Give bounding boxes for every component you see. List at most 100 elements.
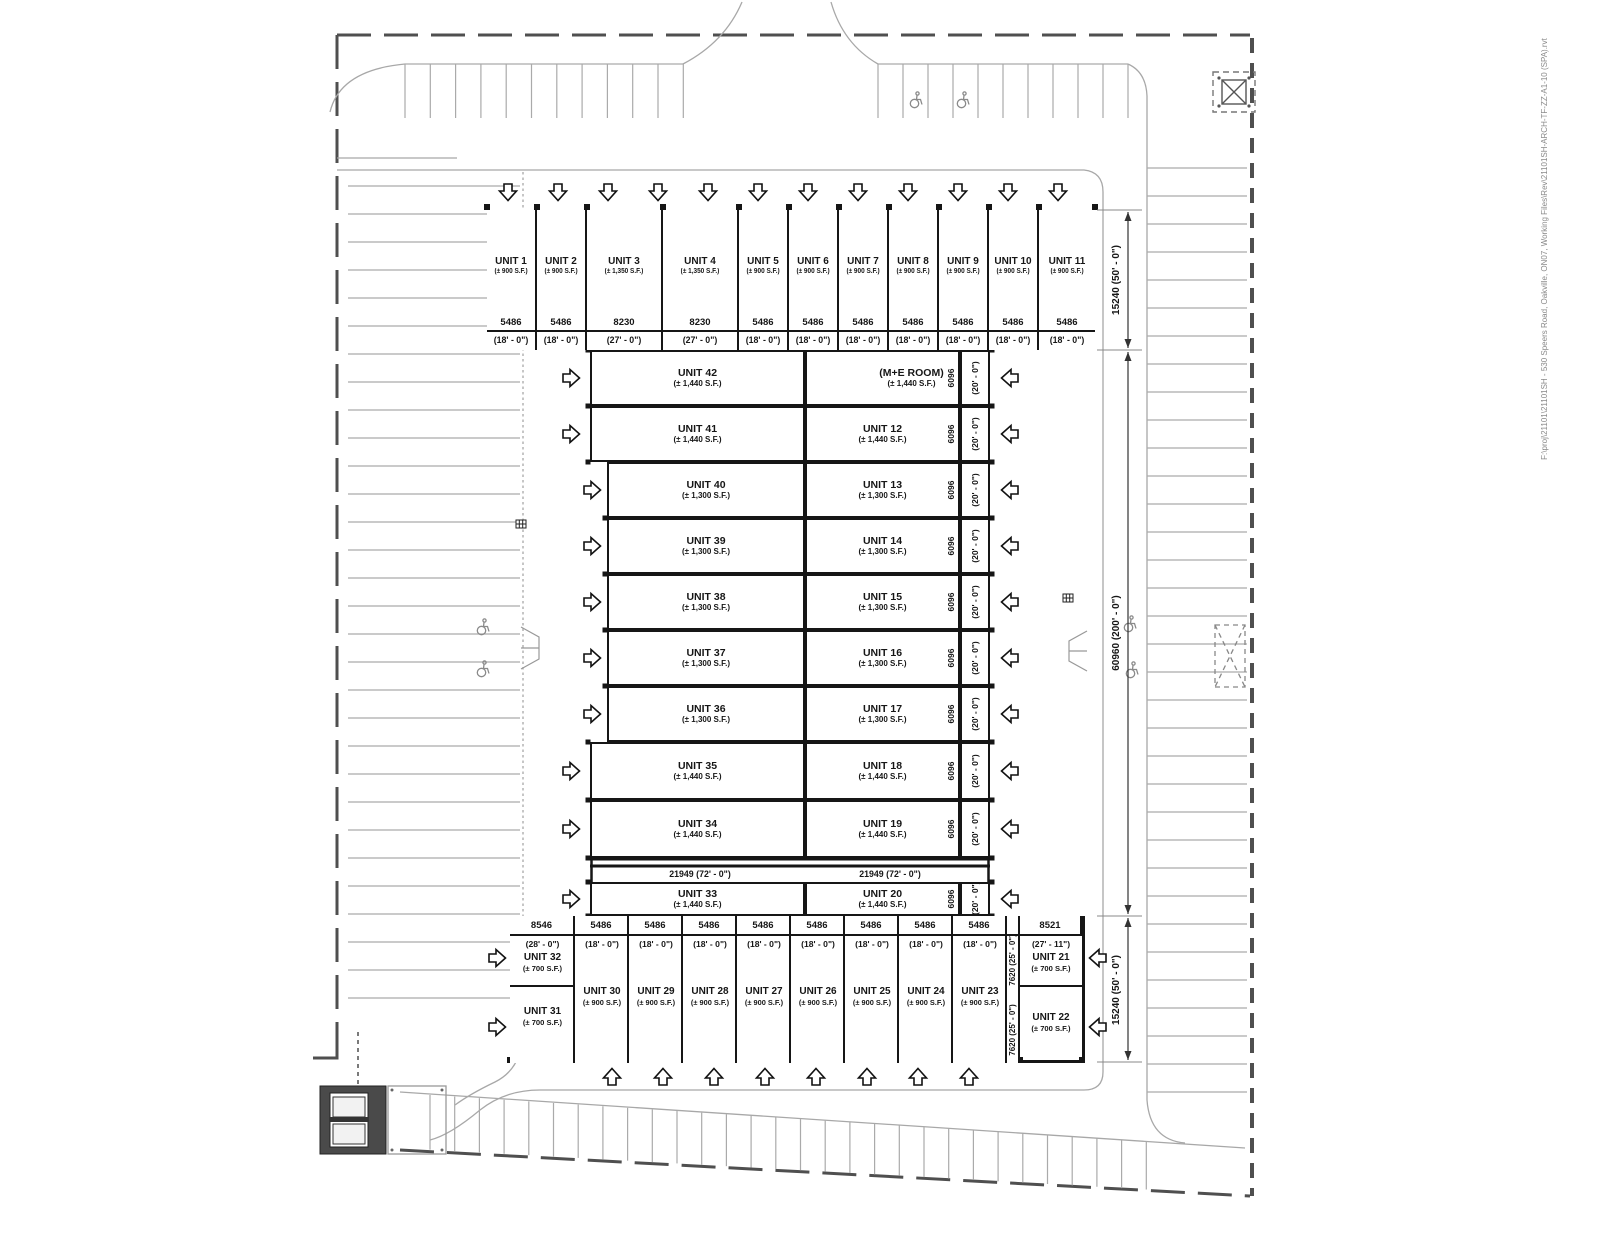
- curb-ramp-icon: [520, 626, 1088, 672]
- unit-area: (± 900 S.F.): [690, 998, 730, 1007]
- unit-mm: 5486: [952, 317, 974, 328]
- unit-name: UNIT 41: [677, 423, 718, 435]
- entry-arrow-icon: [648, 183, 668, 202]
- unit-area: (± 900 S.F.): [960, 998, 1000, 1007]
- unit-area: (± 900 S.F.): [744, 998, 784, 1007]
- wheelchair-icon: [909, 91, 923, 109]
- unit-name: UNIT 23: [961, 986, 999, 997]
- unit-name: UNIT 37: [686, 647, 726, 659]
- unit-area: (± 1,440 S.F.): [858, 772, 907, 781]
- unit-cell: UNIT 11(± 900 S.F.)5486(18' - 0"): [1039, 210, 1095, 350]
- unit-cell: [575, 936, 629, 1063]
- property-boundary: [313, 33, 1254, 1198]
- unit-cell: UNIT 15(± 1,300 S.F.): [805, 574, 960, 630]
- unit-name: UNIT 7: [847, 256, 879, 267]
- unit-cell: UNIT 10(± 900 S.F.)5486(18' - 0"): [989, 210, 1039, 350]
- entry-arrow-icon: [798, 183, 818, 202]
- entry-arrow-icon: [1000, 592, 1019, 612]
- dim-ft-vertical: (20' - 0"): [969, 473, 980, 507]
- unit-name: UNIT 26: [799, 986, 837, 997]
- unit-name: UNIT 1: [495, 256, 527, 267]
- dim-ft: (28' - 0"): [525, 939, 560, 949]
- entry-arrow-icon: [748, 183, 768, 202]
- unit-area: (± 1,300 S.F.): [682, 715, 730, 724]
- unit-name: UNIT 16: [862, 647, 903, 659]
- unit-name: UNIT 29: [637, 986, 675, 997]
- dim-ft: (18' - 0"): [639, 939, 673, 949]
- entry-arrow-icon: [602, 1067, 622, 1086]
- unit-cell: [953, 936, 1007, 1063]
- dim-ft: (18' - 0"): [855, 939, 889, 949]
- dim-mm-header: 5486: [683, 916, 737, 936]
- unit-name: UNIT 42: [677, 367, 718, 379]
- dim-mm-header: 5486: [845, 916, 899, 936]
- unit-mm: 5486: [902, 317, 924, 328]
- unit-name: UNIT 21: [1032, 952, 1070, 963]
- drawing-file-path: F:\proj\21101\21101SH - 530 Speers Road,…: [1540, 38, 1549, 460]
- entry-arrow-icon: [857, 1067, 877, 1086]
- dim-mm-vertical: 6096: [946, 592, 956, 612]
- unit-cell: [629, 936, 683, 1063]
- entry-arrow-icon: [959, 1067, 979, 1086]
- unit-area: (± 900 S.F.): [636, 998, 676, 1007]
- unit-name: (M+E ROOM): [879, 367, 944, 379]
- wheelchair-icon: [956, 91, 970, 109]
- transformer-pad-icon: [1212, 71, 1256, 113]
- unit-name: UNIT 32: [523, 952, 562, 963]
- unit-area: (± 1,440 S.F.): [673, 379, 722, 388]
- unit-cell: UNIT 34(± 1,440 S.F.): [590, 800, 805, 858]
- unit-name: UNIT 17: [862, 703, 903, 715]
- dim-mm-header: 5486: [953, 916, 1007, 936]
- unit-name: UNIT 14: [862, 535, 903, 547]
- unit-ft: (18' - 0"): [839, 330, 887, 350]
- unit-cell: UNIT 16(± 1,300 S.F.): [805, 630, 960, 686]
- unit-mm: 5486: [550, 317, 572, 328]
- unit-area: (± 900 S.F.): [582, 998, 622, 1007]
- dim-strip-lower: 7620 (25' - 0"): [1008, 1004, 1017, 1056]
- dim-strip-cell: [960, 882, 990, 916]
- entry-arrow-icon: [562, 819, 581, 839]
- dim-mm-vertical: 6096: [946, 424, 956, 444]
- dim-mm-vertical: 6096: [946, 819, 956, 839]
- unit-area: (± 900 S.F.): [796, 268, 830, 275]
- entry-arrow-icon: [488, 948, 507, 968]
- curb-lines: [329, 1, 1246, 1149]
- dim-mm-header: 5486: [899, 916, 953, 936]
- unit-mm: 5486: [500, 317, 522, 328]
- unit-name: UNIT 12: [862, 423, 903, 435]
- dim-mm-vertical: 6096: [946, 761, 956, 781]
- unit-area: (± 1,440 S.F.): [673, 435, 722, 444]
- unit-area: (± 900 S.F.): [746, 268, 780, 275]
- dim-strip-cell: [960, 686, 990, 742]
- unit-cell: UNIT 9(± 900 S.F.)5486(18' - 0"): [939, 210, 989, 350]
- unit-cell: UNIT 42(± 1,440 S.F.): [590, 350, 805, 406]
- unit-name: UNIT 27: [745, 986, 783, 997]
- dim-ft: (18' - 0"): [693, 939, 727, 949]
- dim-ft-vertical: (20' - 0"): [969, 812, 980, 846]
- unit-name: UNIT 28: [691, 986, 729, 997]
- entry-arrow-icon: [1000, 480, 1019, 500]
- wall-divider: [1020, 985, 1082, 987]
- unit-area: (± 900 S.F.): [494, 268, 528, 275]
- entry-arrow-icon: [583, 536, 602, 556]
- unit-cell: UNIT 6(± 900 S.F.)5486(18' - 0"): [789, 210, 839, 350]
- unit-ft: (18' - 0"): [1039, 330, 1095, 350]
- unit-cell: UNIT 3(± 1,350 S.F.)8230(27' - 0"): [587, 210, 663, 350]
- entry-arrow-icon: [1048, 183, 1068, 202]
- entry-arrow-icon: [1000, 368, 1019, 388]
- entry-arrow-icon: [583, 480, 602, 500]
- dim-ft-vertical: (20' - 0"): [969, 361, 980, 395]
- unit-area: (± 1,300 S.F.): [858, 715, 907, 724]
- unit-area: (± 900 S.F.): [852, 998, 892, 1007]
- entry-arrow-icon: [1000, 889, 1019, 909]
- unit-cell: UNIT 13(± 1,300 S.F.): [805, 462, 960, 518]
- unit-area: (± 1,350 S.F.): [604, 268, 644, 275]
- dimension-lines: [1097, 209, 1142, 1063]
- unit-cell: UNIT 36(± 1,300 S.F.): [607, 686, 805, 742]
- unit-name: UNIT 38: [686, 591, 726, 603]
- dim-mm-vertical: 6096: [946, 648, 956, 668]
- unit-mm: 5486: [752, 317, 774, 328]
- unit-ft: (18' - 0"): [889, 330, 937, 350]
- dim-mm-header: [1007, 916, 1020, 936]
- unit-mm: 5486: [1002, 317, 1024, 328]
